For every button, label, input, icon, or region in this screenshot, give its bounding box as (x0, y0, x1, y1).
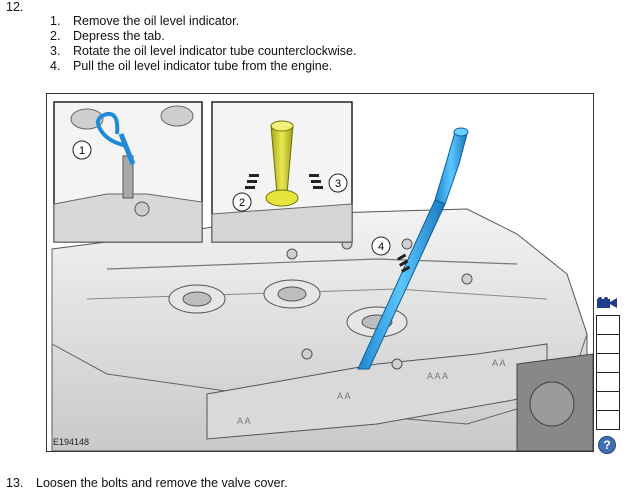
next-step-text: Loosen the bolts and remove the valve co… (36, 476, 288, 490)
callout-2: 2 (232, 192, 252, 212)
next-step: 13. Loosen the bolts and remove the valve… (6, 476, 288, 490)
toolbar-slot[interactable] (596, 334, 620, 354)
engine-drawing: A A A A A A A A A (51, 101, 593, 451)
svg-text:A A: A A (337, 391, 351, 401)
callout-3: 3 (328, 173, 348, 193)
instruction-item: 3. Rotate the oil level indicator tube co… (50, 44, 356, 59)
svg-text:A A A: A A A (427, 371, 448, 381)
svg-text:A A: A A (492, 358, 506, 368)
next-step-number: 13. (6, 476, 24, 490)
toolbar-slot[interactable] (596, 372, 620, 392)
svg-text:2: 2 (239, 197, 245, 209)
engine-block: A A A A A A A A A (51, 208, 593, 451)
engine-illustration[interactable]: A A A A A A A A A (46, 93, 594, 452)
toolbar-slot[interactable] (596, 315, 620, 335)
figure-id: E194148 (53, 437, 90, 447)
instruction-item: 2. Depress the tab. (50, 29, 356, 44)
detail-inset-indicator (53, 101, 203, 243)
instruction-item: 4. Pull the oil level indicator tube from… (50, 59, 356, 74)
instruction-text: Remove the oil level indicator. (73, 14, 240, 28)
svg-text:3: 3 (335, 178, 341, 190)
oil-indicator-tube (357, 127, 469, 370)
toolbar-slot[interactable] (596, 353, 620, 373)
video-camera-icon[interactable] (596, 297, 618, 309)
toolbar-slot[interactable] (596, 391, 620, 411)
callout-1: 1 (72, 140, 92, 160)
instruction-number: 2. (50, 29, 61, 43)
step-number: 12. (6, 0, 24, 14)
figure-toolbar (596, 297, 620, 430)
instruction-number: 4. (50, 59, 61, 73)
instruction-text: Depress the tab. (73, 29, 165, 43)
toolbar-slot[interactable] (596, 410, 620, 430)
svg-text:A A: A A (237, 416, 251, 426)
instruction-text: Rotate the oil level indicator tube coun… (73, 44, 357, 58)
instruction-number: 3. (50, 44, 61, 58)
pull-arrow-marks (397, 253, 411, 273)
instruction-item: 1. Remove the oil level indicator. (50, 14, 356, 29)
svg-text:4: 4 (378, 241, 384, 253)
help-icon[interactable]: ? (598, 436, 616, 454)
instruction-text: Pull the oil level indicator tube from t… (73, 59, 333, 73)
detail-inset-tube-tab (211, 101, 353, 243)
svg-text:1: 1 (79, 145, 85, 157)
callout-4: 4 (371, 236, 391, 256)
instruction-number: 1. (50, 14, 61, 28)
instruction-list: 1. Remove the oil level indicator. 2. Depr… (50, 14, 356, 74)
